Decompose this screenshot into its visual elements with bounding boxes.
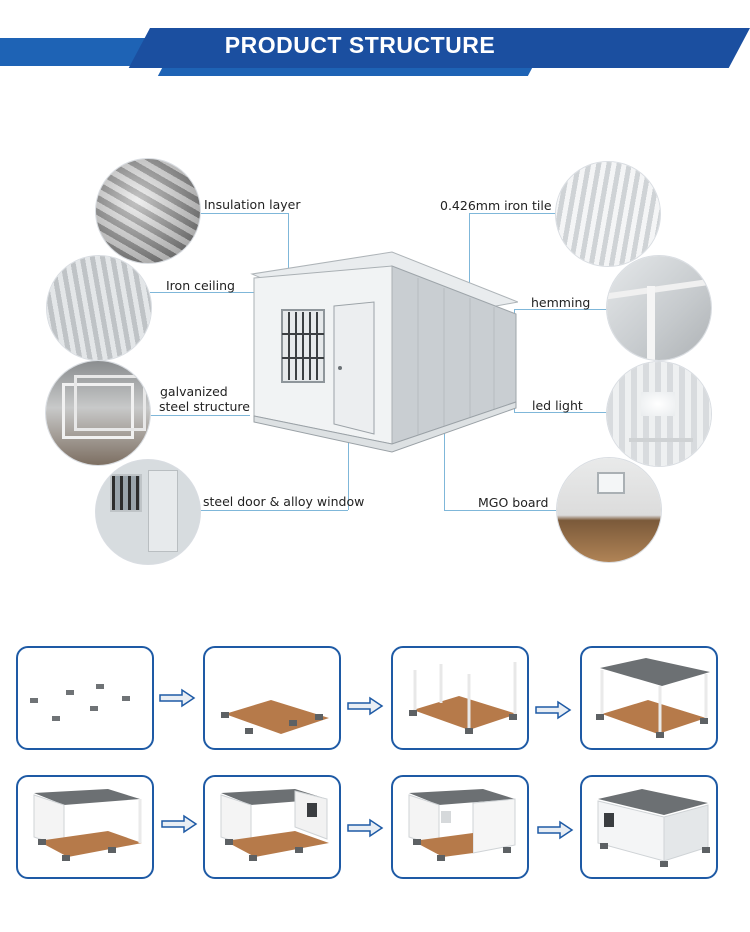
insulation-layer-photo bbox=[96, 159, 200, 263]
label-galvanized: galvanized bbox=[160, 384, 228, 399]
right-arrow-icon bbox=[347, 696, 384, 716]
header-banner: PRODUCT STRUCTURE bbox=[0, 28, 750, 76]
assembly-step bbox=[580, 775, 718, 879]
label-iron-tile: 0.426mm iron tile bbox=[440, 198, 552, 213]
label-led-light: led light bbox=[532, 398, 583, 413]
assembly-step bbox=[580, 646, 718, 750]
galvanized-steel-photo bbox=[46, 361, 150, 465]
assembly-step bbox=[391, 775, 529, 879]
label-iron-ceiling: Iron ceiling bbox=[166, 278, 235, 293]
container-house-illustration bbox=[250, 251, 518, 453]
right-arrow-icon bbox=[347, 818, 384, 838]
assembly-step bbox=[391, 646, 529, 750]
assembly-step bbox=[203, 646, 341, 750]
label-hemming: hemming bbox=[531, 295, 591, 310]
mgo-board-photo bbox=[557, 458, 661, 562]
iron-tile-photo bbox=[556, 162, 660, 266]
right-arrow-icon bbox=[537, 820, 574, 840]
assembly-step bbox=[16, 775, 154, 879]
hemming-photo bbox=[607, 256, 711, 360]
label-mgo-board: MGO board bbox=[478, 495, 549, 510]
right-arrow-icon bbox=[161, 814, 198, 834]
assembly-step bbox=[16, 646, 154, 750]
right-arrow-icon bbox=[535, 700, 572, 720]
door-window-photo bbox=[96, 460, 200, 564]
page-title: PRODUCT STRUCTURE bbox=[224, 32, 496, 58]
right-arrow-icon bbox=[159, 688, 196, 708]
led-light-photo bbox=[607, 362, 711, 466]
label-insulation-layer: Insulation layer bbox=[204, 197, 301, 212]
assembly-step bbox=[203, 775, 341, 879]
label-steel-structure: steel structure bbox=[159, 399, 250, 414]
label-steel-door-alloy-window: steel door & alloy window bbox=[203, 494, 365, 509]
iron-ceiling-photo bbox=[47, 256, 151, 360]
